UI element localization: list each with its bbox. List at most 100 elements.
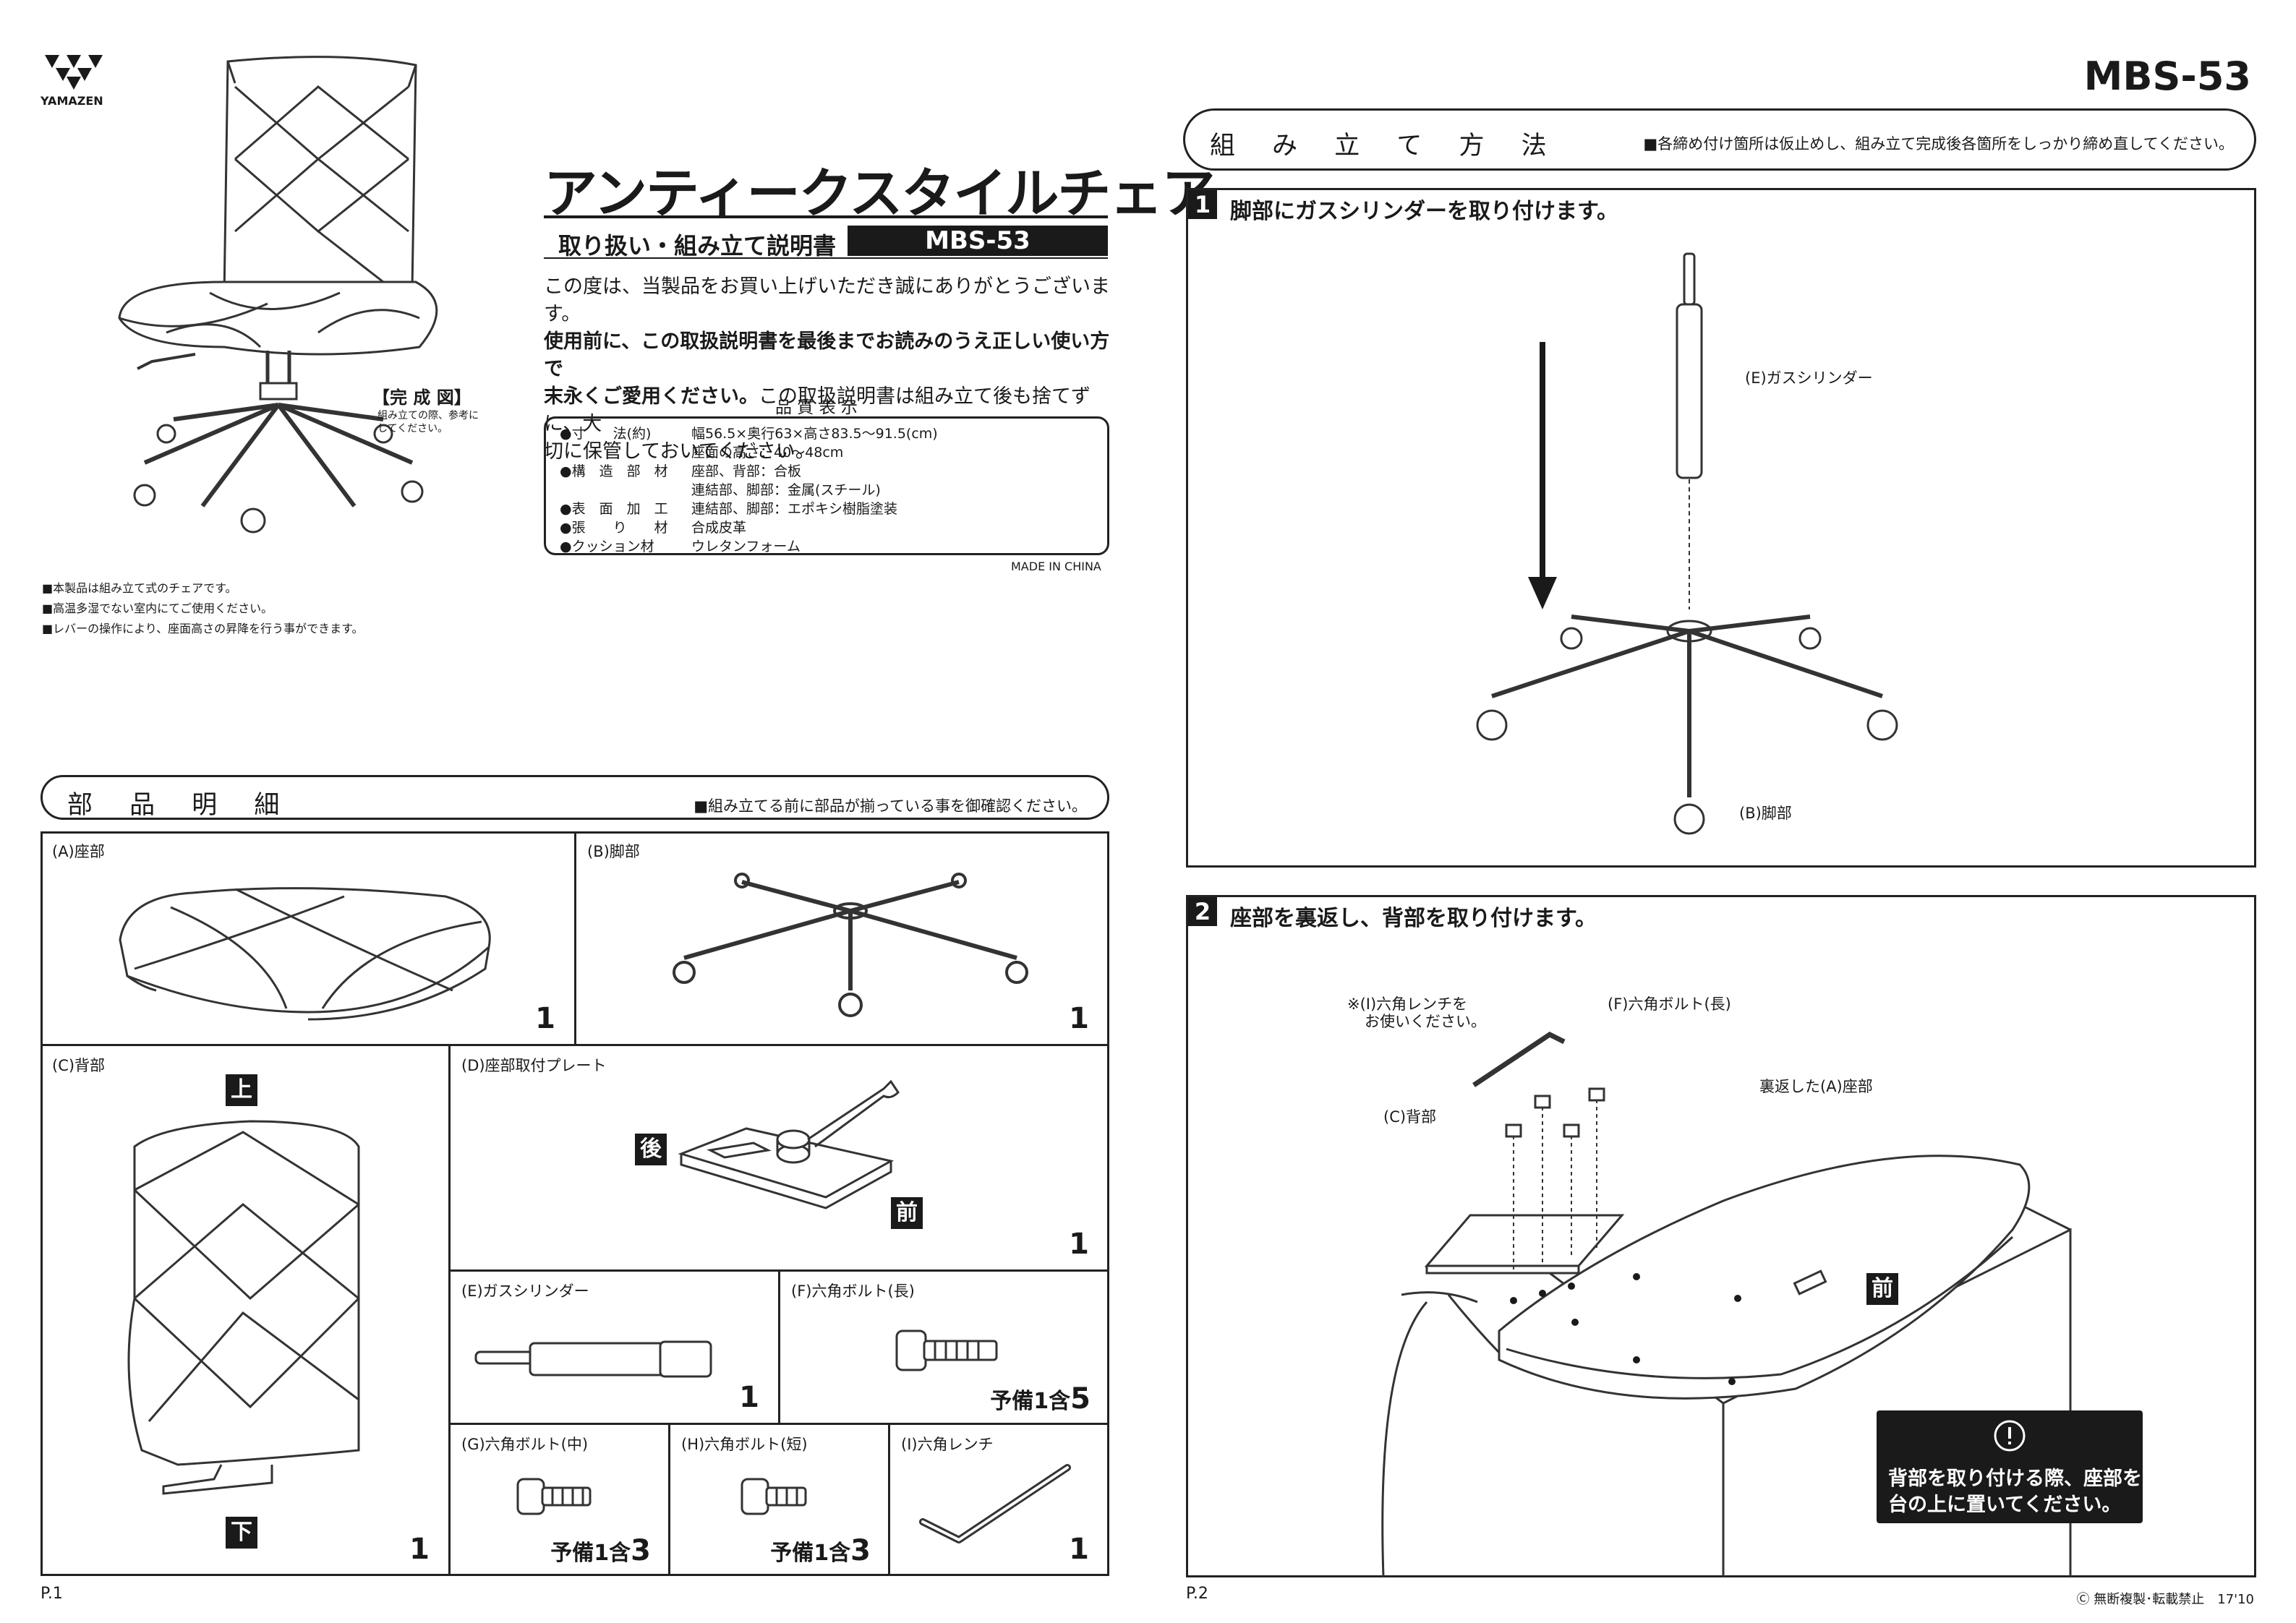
usage-note: ■本製品は組み立て式のチェアです。 (42, 581, 237, 595)
grid-divider (888, 1423, 890, 1576)
model-badge: MBS-53 (848, 226, 1108, 256)
part-spare: 予備1含3 (770, 1534, 871, 1567)
quality-row: 連結部、脚部：金属(スチール) (691, 482, 881, 498)
part-g-bolt-medium: (G)六角ボルト(中) 予備1含3 (450, 1424, 670, 1576)
intro-line-1: この度は、当製品をお買い上げいただき誠にありがとうございます。 (544, 275, 1110, 325)
part-spare: 予備1含5 (990, 1382, 1091, 1416)
usage-note: ■高温多湿でない室内にてご使用ください。 (42, 601, 273, 615)
base-callout: (B)脚部 (1739, 805, 1792, 822)
front-tag: 前 (1866, 1273, 1898, 1305)
part-label: (D)座部取付プレート (461, 1057, 607, 1074)
top-tag: 上 (226, 1074, 257, 1106)
quality-row: ●寸 法(約)幅56.5×奥行63×高さ83.5〜91.5(cm) (560, 426, 938, 442)
parts-section-header: 部 品 明 細 ■組み立てる前に部品が揃っている事を御確認ください。 (40, 775, 1109, 820)
intro-line-2: 使用前に、この取扱説明書を最後までお読みのうえ正しい使い方で (544, 330, 1110, 380)
part-f-bolt-long: (F)六角ボルト(長) 予備1含5 (780, 1271, 1109, 1424)
warning-line-1: 背部を取り付ける際、座部を (1888, 1468, 2142, 1490)
usage-notes: ■本製品は組み立て式のチェアです。 ■高温多湿でない室内にてご使用ください。 ■… (42, 578, 364, 639)
page-number-2: P.2 (1186, 1585, 1208, 1603)
intro-line-4: 切に保管しておいてください。 (544, 440, 815, 463)
grid-divider (668, 1423, 670, 1576)
intro-text: この度は、当製品をお買い上げいただき誠にありがとうございます。 使用前に、この取… (544, 273, 1122, 466)
intro-line-3a: 末永くご愛用ください。 (544, 385, 759, 408)
cylinder-illustration (474, 1340, 712, 1378)
backrest-illustration (127, 1120, 360, 1495)
wrench-note-1: ※(I)六角レンチを (1347, 995, 1468, 1013)
part-qty: 1 (1069, 1002, 1089, 1035)
assembly-section-header: 組 み 立 て 方 法 ■各締め付け箇所は仮止めし、組み立て完成後各箇所をしっか… (1183, 108, 2256, 171)
quality-row: ●張 り 材合成皮革 (560, 520, 747, 536)
yamazen-logo-icon (45, 55, 103, 90)
part-b-base: (B)脚部 1 (576, 831, 1109, 1045)
wrench-note-2: お使いください。 (1365, 1013, 1486, 1030)
subtitle-underline (544, 257, 1108, 259)
completed-note-2: してください。 (377, 423, 448, 434)
quality-row: ●表 面 加 工連結部、脚部：エポキシ樹脂塗装 (560, 501, 898, 517)
backrest-callout: (C)背部 (1383, 1108, 1437, 1126)
medium-bolt-icon (516, 1478, 592, 1515)
parts-section-note: ■組み立てる前に部品が揃っている事を御確認ください。 (694, 797, 1087, 815)
completed-chair-illustration (118, 56, 438, 534)
part-e-cylinder: (E)ガスシリンダー 1 (450, 1271, 780, 1424)
plate-illustration (678, 1079, 900, 1209)
part-label: (A)座部 (52, 843, 105, 860)
grid-divider (778, 1269, 780, 1424)
part-label: (H)六角ボルト(短) (681, 1436, 808, 1453)
short-bolt-icon (741, 1478, 807, 1515)
model-number-top: MBS-53 (2083, 53, 2251, 99)
grid-divider (448, 1423, 1109, 1425)
quality-heading: 品 質 表 示 (775, 398, 858, 417)
usage-note: ■レバーの操作により、座面高さの昇降を行う事ができます。 (42, 622, 364, 635)
quality-row: ●構 造 部 材座部、背部：合板 (560, 463, 802, 479)
title-underline (544, 215, 1108, 218)
seat-illustration (119, 887, 491, 1021)
part-label: (I)六角レンチ (901, 1436, 994, 1453)
part-d-plate: (D)座部取付プレート 後 前 1 (450, 1045, 1109, 1271)
cylinder-callout: (E)ガスシリンダー (1745, 369, 1873, 387)
part-qty: 1 (409, 1533, 430, 1566)
front-tag: 前 (891, 1197, 923, 1229)
part-a-seat: (A)座部 1 (40, 831, 576, 1045)
completed-label: 【完 成 図】 (372, 387, 471, 408)
brand-logo: YAMAZEN (38, 48, 110, 113)
bottom-tag: 下 (226, 1517, 257, 1549)
brand-name: YAMAZEN (40, 94, 103, 108)
part-h-bolt-short: (H)六角ボルト(短) 予備1含3 (670, 1424, 889, 1576)
part-qty: 1 (535, 1002, 555, 1035)
step2-illustration (1381, 1031, 2072, 1577)
product-title: アンティークスタイルチェア (544, 163, 1215, 225)
part-label: (B)脚部 (587, 843, 640, 860)
part-i-hex-wrench: (I)六角レンチ 1 (889, 1424, 1109, 1576)
step-number: 2 (1188, 897, 1217, 926)
grid-divider (448, 1044, 451, 1576)
grid-divider (574, 831, 576, 1045)
warning-line-2: 台の上に置いてください。 (1888, 1494, 2122, 1516)
seat-callout: 裏返した(A)座部 (1759, 1078, 1873, 1095)
made-in: MADE IN CHINA (1011, 560, 1101, 573)
bolt-callout: (F)六角ボルト(長) (1608, 995, 1731, 1013)
step-1-panel: 1 脚部にガスシリンダーを取り付けます。 (E)ガスシリンダー (B)脚部 (1186, 188, 2256, 868)
base-illustration (673, 873, 1028, 1017)
quality-box: ●寸 法(約)幅56.5×奥行63×高さ83.5〜91.5(cm) 座面の高さ：… (544, 416, 1109, 555)
back-tag: 後 (635, 1134, 667, 1165)
step-title: 脚部にガスシリンダーを取り付けます。 (1230, 199, 1618, 224)
copyright: Ⓒ 無断複製･転載禁止 17'10 (2076, 1592, 2254, 1607)
page-number-1: P.1 (40, 1585, 63, 1603)
part-c-backrest: (C)背部 上 下 1 (40, 1045, 450, 1576)
warning-icon (1994, 1420, 2026, 1452)
manual-subtitle: 取り扱い・組み立て説明書 (558, 232, 837, 260)
step-number: 1 (1188, 190, 1217, 219)
part-spare: 予備1含3 (550, 1534, 651, 1567)
quality-row: 座面の高さ：40〜48cm (691, 445, 844, 461)
hex-wrench-icon (919, 1464, 1071, 1543)
part-qty: 1 (739, 1381, 759, 1414)
long-bolt-icon (895, 1329, 998, 1371)
part-qty: 1 (1069, 1533, 1089, 1566)
step1-illustration (1476, 252, 1898, 835)
assembly-section-title: 組 み 立 て 方 法 (1210, 132, 1561, 160)
part-qty: 1 (1069, 1228, 1089, 1261)
part-label: (G)六角ボルト(中) (461, 1436, 589, 1453)
step-2-panel: 2 座部を裏返し、背部を取り付けます。 ※(I)六角レンチを (1186, 895, 2256, 1577)
quality-table: ●寸 法(約)幅56.5×奥行63×高さ83.5〜91.5(cm) 座面の高さ：… (559, 424, 939, 556)
completed-note-1: 組み立ての際、参考に (377, 410, 479, 421)
